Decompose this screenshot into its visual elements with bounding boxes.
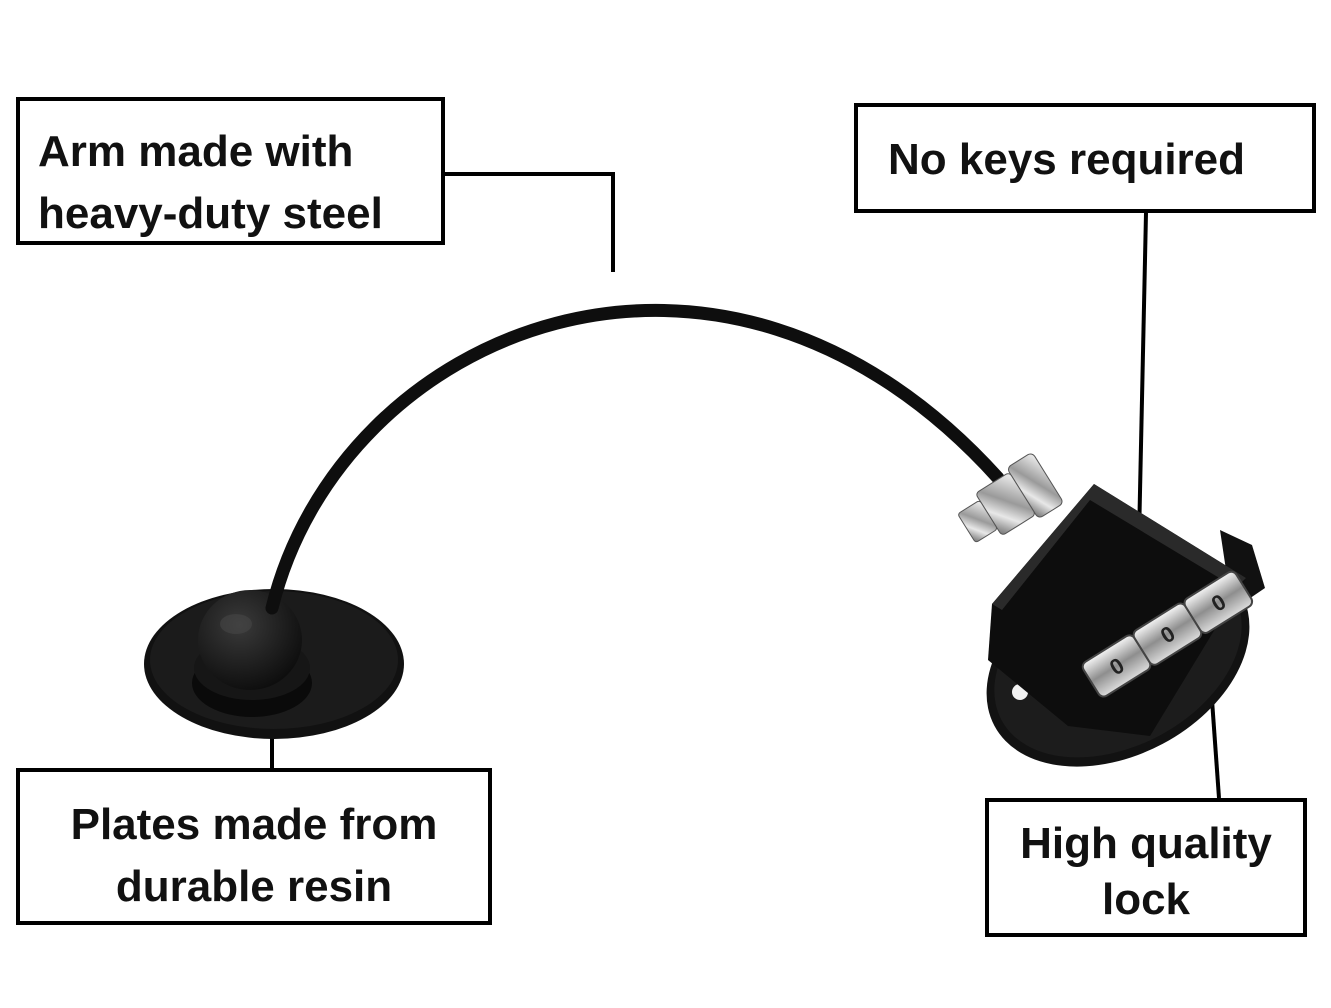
cable-fitting <box>958 453 1063 543</box>
combination-lock: 0 0 0 <box>958 453 1265 767</box>
plate-knob <box>198 590 302 690</box>
leader-line-lock <box>1210 699 1221 799</box>
callout-lock-line1: High quality <box>1020 819 1272 868</box>
callout-plates: Plates made from durable resin <box>16 768 492 925</box>
leader-line-arm <box>445 172 615 272</box>
callout-no-keys-line1: No keys required <box>888 135 1246 184</box>
callout-no-keys: No keys required <box>854 103 1316 213</box>
resin-plate <box>144 589 404 739</box>
callout-arm-line2: heavy-duty steel <box>38 189 383 238</box>
callout-arm: Arm made with heavy-duty steel <box>16 97 445 245</box>
dial-wheel: 0 <box>1183 570 1254 634</box>
callout-lock-line2: lock <box>1101 875 1191 924</box>
callout-arm-line1: Arm made with <box>38 127 354 176</box>
steel-cable-arm <box>265 303 1005 615</box>
callout-plates-line2: durable resin <box>115 862 393 911</box>
combination-dials: 0 0 0 <box>1081 570 1254 698</box>
callout-lock: High quality lock <box>985 798 1307 937</box>
callout-plates-line1: Plates made from <box>70 800 438 849</box>
dial-wheel: 0 <box>1132 602 1203 666</box>
